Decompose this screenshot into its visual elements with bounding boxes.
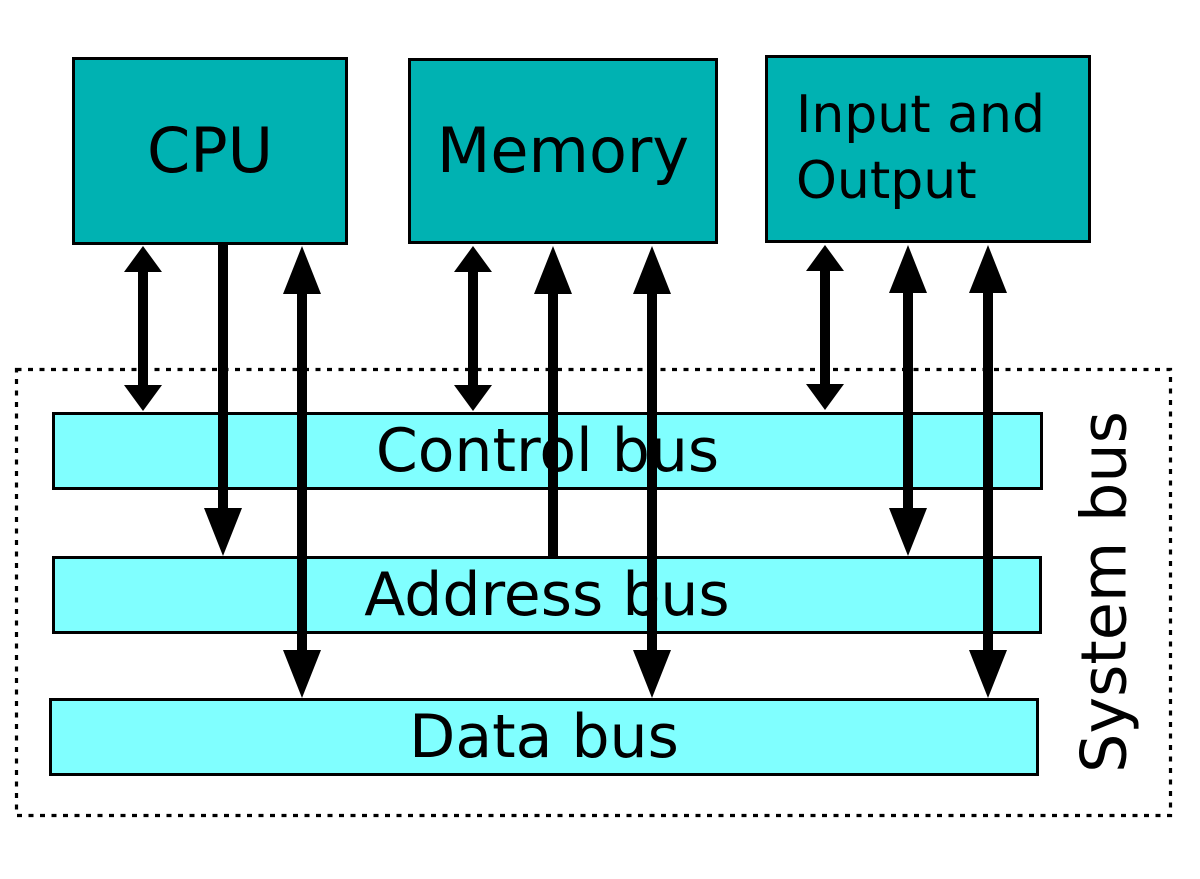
address-bus-bar: Address bus (52, 556, 1042, 634)
memory-label: Memory (436, 113, 690, 187)
control-bus-label: Control bus (375, 416, 720, 486)
address-bus-label: Address bus (364, 560, 730, 630)
cpu-label: CPU (146, 113, 274, 187)
arrowhead-up (534, 246, 572, 294)
arrowhead-up (889, 245, 927, 293)
arrowhead-up (969, 245, 1007, 293)
arrow-address-bus-to-memory (534, 246, 572, 557)
arrow-io-to-control-bus (806, 245, 844, 410)
arrowhead-up (283, 246, 321, 294)
input-output-label: Input and Output (768, 83, 1045, 214)
system-bus-label: System bus (1067, 411, 1141, 773)
arrowhead-down (454, 385, 492, 411)
arrowhead-down (806, 384, 844, 410)
arrow-memory-to-control-bus (454, 246, 492, 411)
arrowhead-down (124, 385, 162, 411)
arrowhead-down (889, 508, 927, 556)
memory-box: Memory (408, 58, 718, 244)
input-output-label-line1: Input and (796, 85, 1046, 146)
input-output-box: Input and Output (765, 55, 1091, 243)
arrow-cpu-to-address-bus (204, 245, 242, 556)
arrowhead-down (283, 650, 321, 698)
arrowhead-down (204, 508, 242, 556)
arrow-cpu-to-control-bus (124, 246, 162, 411)
arrow-io-to-address-bus (889, 245, 927, 556)
control-bus-bar: Control bus (52, 412, 1043, 490)
arrowhead-down (969, 650, 1007, 698)
data-bus-bar: Data bus (49, 698, 1039, 776)
arrowhead-up (806, 245, 844, 271)
cpu-box: CPU (72, 57, 348, 245)
arrowhead-up (454, 246, 492, 272)
arrowhead-up (633, 246, 671, 294)
arrowhead-up (124, 246, 162, 272)
arrowhead-down (633, 650, 671, 698)
input-output-label-line2: Output (796, 151, 977, 211)
data-bus-label: Data bus (409, 702, 679, 772)
